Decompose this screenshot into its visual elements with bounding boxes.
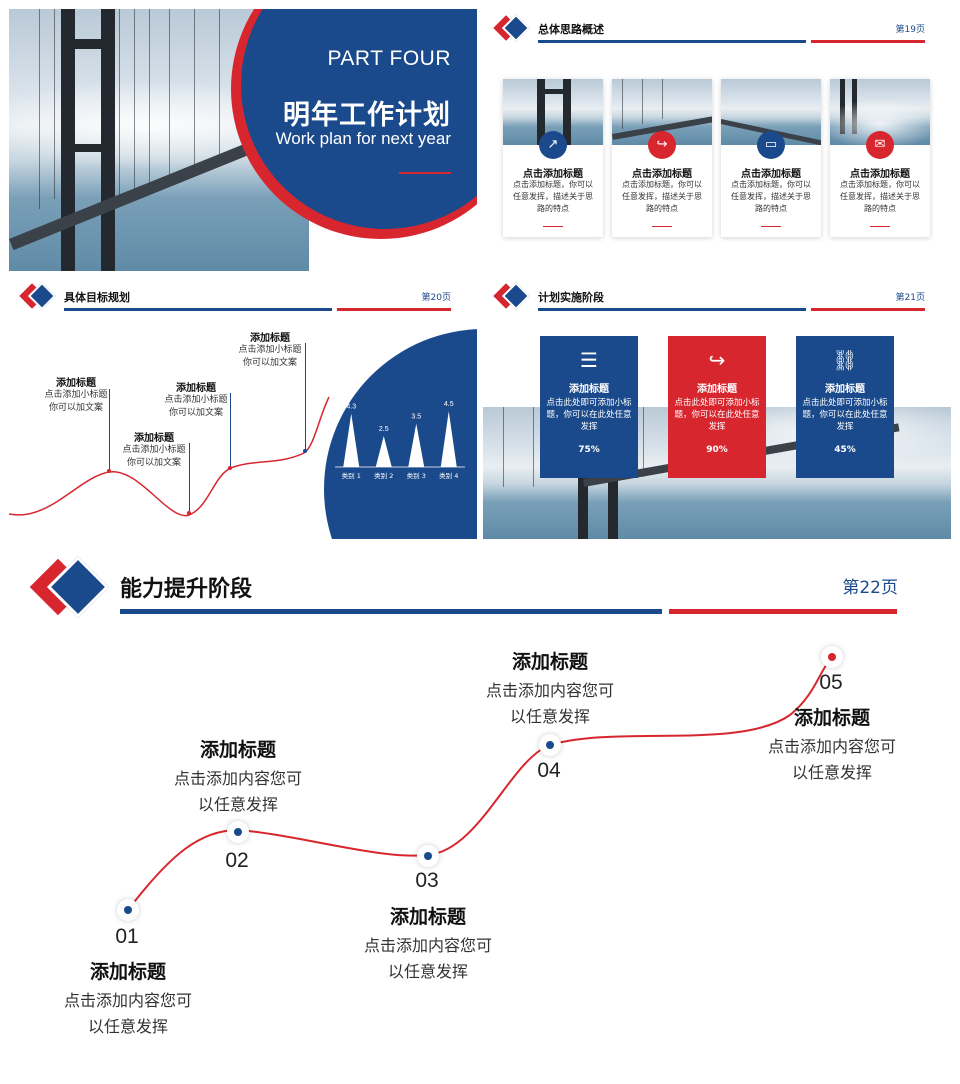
step-number: 02 [225, 849, 249, 872]
phase-desc: 点击此处即可添加小标题，你可以在此处任意发挥 [546, 398, 632, 432]
card-title: 点击添加标题 [850, 169, 910, 180]
phase-percent: 90% [706, 445, 728, 455]
step-node[interactable] [539, 734, 561, 756]
phase-title: 添加标题 [697, 384, 737, 395]
phase-box[interactable]: ⛓ 添加标题 点击此处即可添加小标题，你可以在此处任意发挥 45% [796, 336, 894, 478]
step-node[interactable] [227, 821, 249, 843]
page-number: 第20页 [421, 293, 451, 303]
step-node[interactable] [417, 845, 439, 867]
card-desc: 点击添加标题，你可以任意发挥，描述关于思路的特点 [731, 180, 811, 213]
part-label: PART FOUR [327, 47, 451, 70]
goal-label: 添加标题 点击添加小标题 你可以加文案 [238, 333, 302, 368]
phase-box[interactable]: ↪ 添加标题 点击此处即可添加小标题，你可以在此处任意发挥 90% [668, 336, 766, 478]
step-number: 01 [115, 925, 139, 948]
slide-implementation[interactable]: 计划实施阶段 第21页 ☰ 添加标题 点击此处即可添加小标题，你可以在此处任意发… [483, 277, 951, 539]
overview-card[interactable]: ↗ 点击添加标题 点击添加标题，你可以任意发挥，描述关于思路的特点 [503, 79, 603, 237]
phase-title: 添加标题 [825, 384, 865, 395]
link-icon: ⛓ [832, 348, 858, 372]
chart-category-label: 类别 3 [407, 471, 426, 480]
chart-bar [408, 423, 425, 467]
page-number: 第21页 [895, 293, 925, 303]
step-number: 05 [819, 671, 843, 694]
step-node[interactable] [117, 899, 139, 921]
step-number: 04 [537, 759, 561, 782]
chart-bar [375, 436, 392, 467]
layers-icon: ☰ [580, 348, 598, 372]
chart-bar [440, 411, 457, 467]
logo-icon [493, 13, 531, 43]
accent-bar [399, 172, 451, 174]
slide-title: 具体目标规划 [64, 291, 130, 304]
phase-percent: 75% [578, 445, 600, 455]
step-number: 03 [415, 869, 439, 892]
card-title: 点击添加标题 [741, 169, 801, 180]
chart-category-label: 类别 1 [342, 471, 361, 480]
chart-bar [343, 413, 360, 467]
chart-value-label: 3.5 [411, 414, 421, 421]
chart-category-label: 类别 4 [439, 471, 458, 480]
logo-icon [493, 281, 531, 311]
slide-ability-improvement[interactable]: 能力提升阶段 第22页 01 02 03 04 05 添加标题 点击添加内容您可… [0, 545, 960, 1084]
slide-part-four-cover[interactable]: PART FOUR 明年工作计划 Work plan for next year [9, 9, 477, 271]
chart-icon: ↗ [539, 131, 567, 159]
step-label: 添加标题 点击添加内容您可 以任意发挥 [173, 739, 302, 814]
card-title: 点击添加标题 [523, 169, 583, 180]
phase-box[interactable]: ☰ 添加标题 点击此处即可添加小标题，你可以在此处任意发挥 75% [540, 336, 638, 478]
step-label: 添加标题 点击添加内容您可 以任意发挥 [485, 651, 614, 726]
slide-title-cn: 明年工作计划 [283, 100, 451, 131]
chart-value-label: 4.3 [346, 404, 356, 411]
card-desc: 点击添加标题，你可以任意发挥，描述关于思路的特点 [840, 180, 920, 213]
goal-label: 添加标题 点击添加小标题 你可以加文案 [122, 433, 186, 468]
phase-desc: 点击此处即可添加小标题，你可以在此处任意发挥 [674, 398, 760, 432]
phase-percent: 45% [834, 445, 856, 455]
card-desc: 点击添加标题，你可以任意发挥，描述关于思路的特点 [622, 180, 702, 213]
slide-title-en: Work plan for next year [275, 129, 451, 148]
overview-card[interactable]: ↪ 点击添加标题 点击添加标题，你可以任意发挥，描述关于思路的特点 [612, 79, 712, 237]
slide-goals[interactable]: 具体目标规划 第20页 添加标题 点击添加小标题 你可以加文案 添加标题 点击添… [9, 277, 477, 539]
share-icon: ↪ [708, 348, 726, 372]
step-label: 添加标题 点击添加内容您可 以任意发挥 [63, 961, 192, 1036]
slide-title: 总体思路概述 [538, 23, 604, 36]
card-title: 点击添加标题 [632, 169, 692, 180]
phase-desc: 点击此处即可添加小标题，你可以在此处任意发挥 [802, 398, 888, 432]
step-node[interactable] [821, 646, 843, 668]
spike-chart: 4.3 类别 1 2.5 类别 2 3.5 类别 3 4.5 类别 4 [335, 401, 465, 480]
chart-value-label: 2.5 [379, 426, 389, 433]
overview-card[interactable]: ▭ 点击添加标题 点击添加标题，你可以任意发挥，描述关于思路的特点 [721, 79, 821, 237]
mail-icon: ✉ [866, 131, 894, 159]
goal-label: 添加标题 点击添加小标题 你可以加文案 [44, 378, 108, 413]
card-desc: 点击添加标题，你可以任意发挥，描述关于思路的特点 [513, 180, 593, 213]
slide-title: 计划实施阶段 [538, 291, 604, 304]
monitor-icon: ▭ [757, 131, 785, 159]
phase-title: 添加标题 [569, 384, 609, 395]
page-number: 第19页 [895, 25, 925, 35]
page-number: 第22页 [842, 578, 898, 598]
goal-label: 添加标题 点击添加小标题 你可以加文案 [164, 383, 228, 418]
overview-card[interactable]: ✉ 点击添加标题 点击添加标题，你可以任意发挥，描述关于思路的特点 [830, 79, 930, 237]
share-icon: ↪ [648, 131, 676, 159]
chart-category-label: 类别 2 [374, 471, 393, 480]
slide-title: 能力提升阶段 [120, 577, 253, 602]
step-label: 添加标题 点击添加内容您可 以任意发挥 [363, 906, 492, 981]
step-label: 添加标题 点击添加内容您可 以任意发挥 [767, 707, 896, 782]
slide-overview[interactable]: 总体思路概述 第19页 ↗ 点击添加标题 点击添加标题，你可以任意发挥，描述关于… [483, 9, 951, 271]
chart-value-label: 4.5 [444, 401, 454, 408]
